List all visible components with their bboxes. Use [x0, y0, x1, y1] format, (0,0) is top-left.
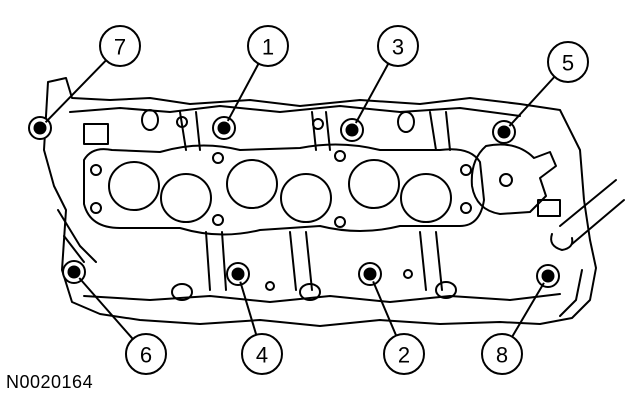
- callout-6-bubble: [125, 333, 167, 375]
- callout-2-number: 2: [398, 343, 410, 368]
- callout-8-number: 8: [496, 343, 508, 368]
- flange-hole: [212, 152, 224, 164]
- bolt-7-socket: [33, 121, 47, 135]
- side-fitting: [537, 199, 561, 217]
- flange-hole: [460, 164, 472, 176]
- callout-1-number: 1: [262, 35, 274, 60]
- boss: [265, 281, 275, 291]
- gasket-flange: [83, 143, 485, 236]
- intake-port-4: [280, 173, 332, 223]
- runner-rib: [205, 231, 227, 291]
- callout-1-leader: [226, 63, 260, 122]
- bolt-8-socket: [541, 269, 555, 283]
- hose: [559, 179, 625, 245]
- upper-ridge: [69, 105, 521, 117]
- flange-hole: [334, 150, 346, 162]
- bolt-5-socket: [497, 125, 511, 139]
- part-number-label: N0020164: [6, 372, 94, 392]
- callout-6-number: 6: [140, 343, 152, 368]
- lower-ridge: [83, 293, 561, 303]
- bolt-6-socket: [67, 265, 81, 279]
- callout-8-leader: [511, 282, 545, 338]
- callout-5-number: 5: [562, 51, 574, 76]
- end-detail: [559, 269, 583, 317]
- callout-7-leader: [44, 59, 107, 123]
- callout-5-bubble: [547, 41, 589, 83]
- callout-1-bubble: [247, 25, 289, 67]
- callout-5-leader: [508, 76, 556, 127]
- boss: [403, 269, 413, 279]
- bolt-4-socket: [231, 267, 245, 281]
- flange-hole: [90, 164, 102, 176]
- flange-hole: [90, 202, 102, 214]
- boss: [171, 283, 193, 301]
- runner-rib: [289, 231, 313, 291]
- sensor-housing: [470, 143, 557, 215]
- callout-3-number: 3: [392, 35, 404, 60]
- callout-8-bubble: [481, 333, 523, 375]
- runner-rib: [179, 111, 201, 151]
- bolt-3-socket: [345, 123, 359, 137]
- callout-7-bubble: [99, 25, 141, 67]
- manifold-outline: [43, 77, 597, 327]
- runner-rib: [419, 231, 443, 291]
- flange-hole: [334, 216, 346, 228]
- flange-hole: [212, 214, 224, 226]
- callout-4-leader: [239, 281, 258, 336]
- end-detail: [57, 209, 97, 263]
- intake-port-1: [108, 161, 160, 211]
- runner-rib: [429, 111, 451, 151]
- intake-port-3: [226, 159, 278, 209]
- boss: [397, 111, 415, 133]
- callout-4-bubble: [241, 333, 283, 375]
- boss: [176, 116, 188, 128]
- callout-7-number: 7: [114, 35, 126, 60]
- intake-port-5: [348, 159, 400, 209]
- callout-6-leader: [78, 277, 134, 340]
- boss: [141, 109, 159, 131]
- callout-2-bubble: [383, 333, 425, 375]
- hose-collar: [550, 233, 574, 251]
- bracket: [83, 123, 109, 145]
- sensor-boss: [499, 173, 513, 187]
- boss: [435, 281, 457, 299]
- callout-3-bubble: [377, 25, 419, 67]
- callout-4-number: 4: [256, 343, 268, 368]
- bolt-2-socket: [363, 267, 377, 281]
- callout-group: 7 1 3 5 6 4 2 8: [28, 25, 589, 375]
- intake-port-6: [400, 173, 452, 223]
- bolt-1-socket: [217, 121, 231, 135]
- runner-rib: [311, 111, 331, 151]
- flange-hole: [460, 202, 472, 214]
- boss: [312, 118, 324, 130]
- intake-port-2: [160, 173, 212, 223]
- boss: [299, 283, 321, 301]
- callout-2-leader: [372, 280, 398, 336]
- callout-3-leader: [354, 63, 390, 124]
